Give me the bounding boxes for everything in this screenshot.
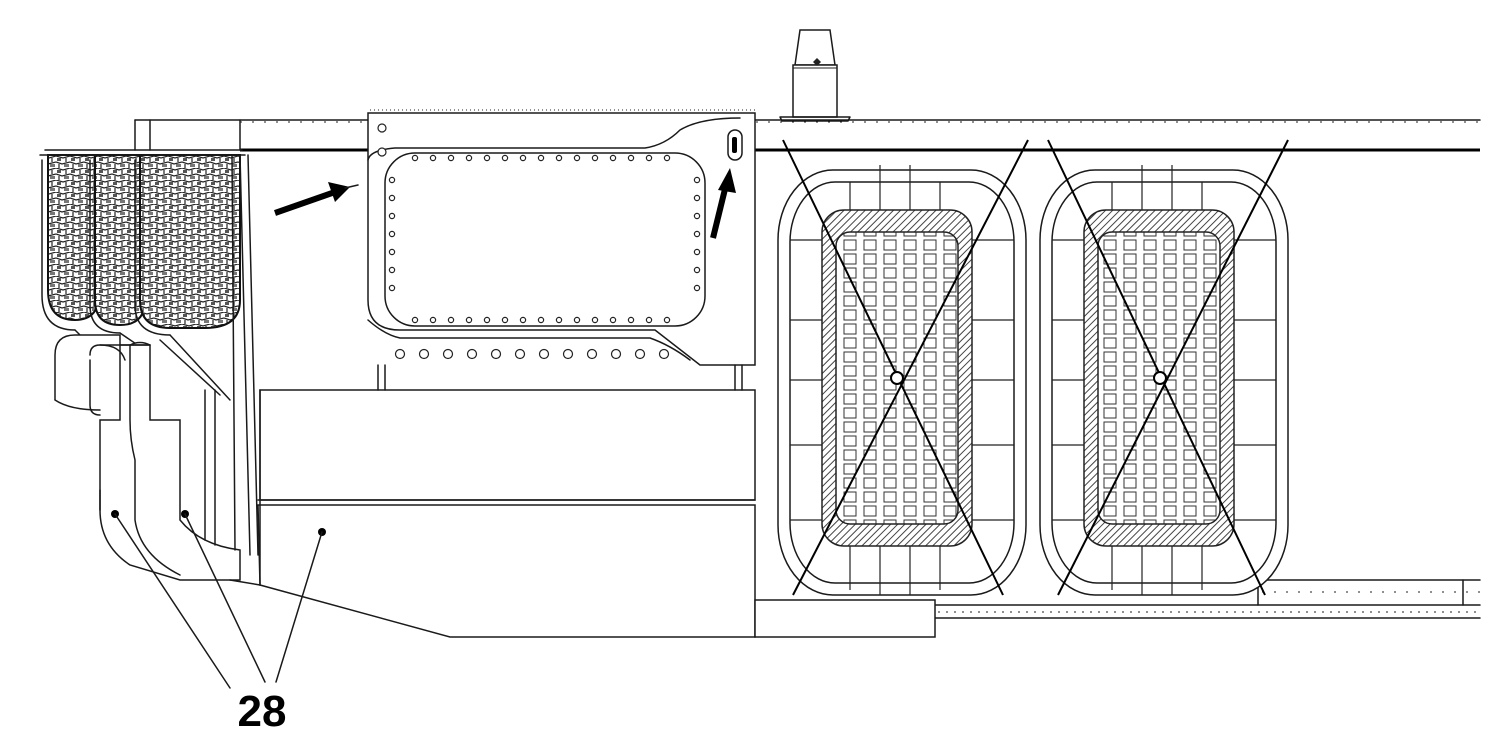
rivet	[663, 316, 671, 324]
rivet	[555, 316, 563, 324]
rivet	[388, 176, 396, 184]
rivet	[501, 154, 509, 162]
rivet	[377, 123, 387, 133]
rivet	[388, 230, 396, 238]
rivet	[538, 348, 550, 360]
rivet	[388, 194, 396, 202]
rivet	[483, 154, 491, 162]
rivet	[693, 212, 701, 220]
rivet	[645, 154, 653, 162]
rivet	[501, 316, 509, 324]
rivet	[634, 348, 646, 360]
rivet	[693, 230, 701, 238]
rivet	[429, 154, 437, 162]
rivet	[693, 194, 701, 202]
rivet	[627, 316, 635, 324]
rivet	[418, 348, 430, 360]
rivet	[609, 316, 617, 324]
callout-label: 28	[238, 687, 287, 736]
rivet	[388, 248, 396, 256]
rivet	[663, 154, 671, 162]
rivets	[377, 123, 701, 360]
rivet	[388, 284, 396, 292]
rivet	[388, 212, 396, 220]
lower-structure	[229, 389, 936, 638]
rivet	[693, 248, 701, 256]
rivet	[609, 154, 617, 162]
rivet	[466, 348, 478, 360]
rivet	[394, 348, 406, 360]
rivet	[693, 176, 701, 184]
indicator-arrows	[274, 168, 736, 239]
rivet	[573, 316, 581, 324]
rivet	[483, 316, 491, 324]
rivet	[514, 348, 526, 360]
rivet	[411, 154, 419, 162]
rivet	[591, 316, 599, 324]
rivet	[490, 348, 502, 360]
rivet	[693, 266, 701, 274]
ducts	[54, 154, 259, 581]
arrow-left	[274, 182, 359, 216]
rivet	[519, 316, 527, 324]
rivet	[645, 316, 653, 324]
rivet	[591, 154, 599, 162]
rivet	[537, 316, 545, 324]
rivet	[562, 348, 574, 360]
rivet	[388, 266, 396, 274]
rivet	[627, 154, 635, 162]
rivet	[573, 154, 581, 162]
callout-28: 28	[111, 510, 326, 736]
rivet	[447, 154, 455, 162]
rivet	[447, 316, 455, 324]
stone-baskets	[39, 149, 246, 401]
rivet	[537, 154, 545, 162]
hatch-panel	[367, 109, 756, 391]
rivet	[429, 316, 437, 324]
rivet	[555, 154, 563, 162]
rivet	[610, 348, 622, 360]
life-raft-2	[1039, 139, 1289, 596]
rivet	[377, 147, 387, 157]
mast-vent	[779, 29, 851, 122]
rivet	[411, 316, 419, 324]
rivet	[442, 348, 454, 360]
rivet	[658, 348, 670, 360]
rivet	[465, 316, 473, 324]
rivet	[586, 348, 598, 360]
rivet	[693, 284, 701, 292]
rivet	[465, 154, 473, 162]
life-raft-1	[777, 139, 1029, 596]
rivet	[519, 154, 527, 162]
arrow-up	[710, 168, 736, 239]
